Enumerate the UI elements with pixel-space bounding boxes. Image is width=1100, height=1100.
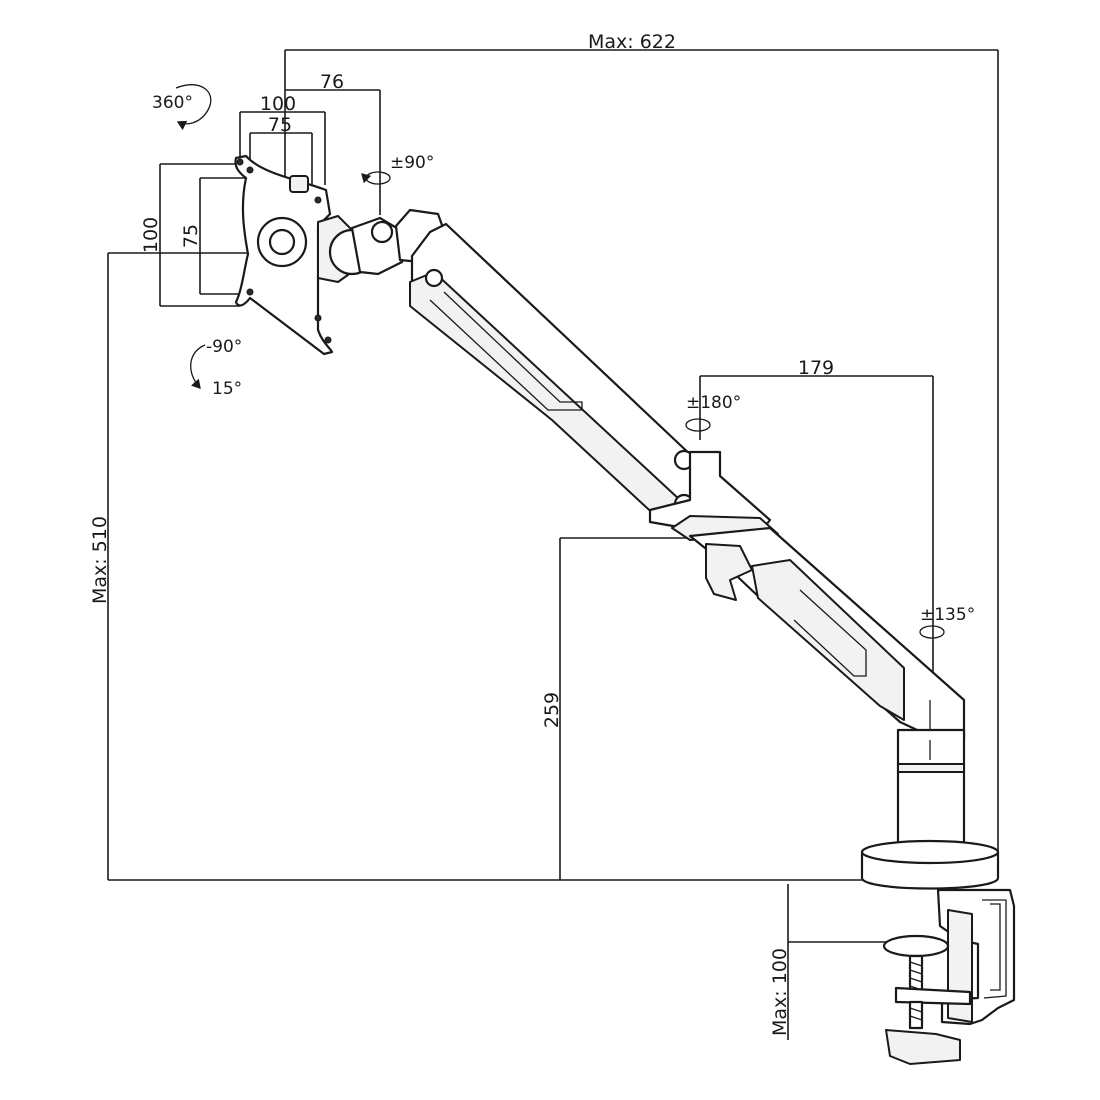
label-arm-179: 179 [798, 357, 834, 379]
label-max-height: Max: 510 [89, 516, 111, 604]
label-offset-76: 76 [320, 71, 344, 93]
pole [896, 728, 966, 862]
label-vesa-100-v: 100 [140, 217, 162, 253]
dimension-lines [107, 49, 999, 1040]
label-swivel-head: ±90° [390, 153, 434, 173]
label-desk-max: Max: 100 [769, 948, 791, 1036]
clamp-knob [885, 1029, 961, 1065]
label-vesa-75-h: 75 [268, 114, 292, 136]
label-swivel-base: ±135° [920, 605, 975, 625]
label-tilt-up: -90° [206, 337, 242, 357]
label-vesa-100-h: 100 [260, 93, 296, 115]
clamp-plate [882, 934, 950, 958]
rotation-arrows [175, 84, 945, 639]
label-vesa-75-v: 75 [180, 224, 202, 248]
label-max-width: Max: 622 [588, 31, 676, 53]
label-height-259: 259 [541, 692, 563, 728]
upper-arm [410, 222, 696, 508]
label-tilt-down: 15° [212, 379, 242, 399]
labels: Max: 622 76 100 75 100 75 Max: 510 259 1… [89, 31, 975, 1036]
label-swivel-elbow: ±180° [686, 393, 741, 413]
monitor-arm-drawing [234, 154, 1016, 1065]
label-rotate-360: 360° [152, 93, 193, 113]
